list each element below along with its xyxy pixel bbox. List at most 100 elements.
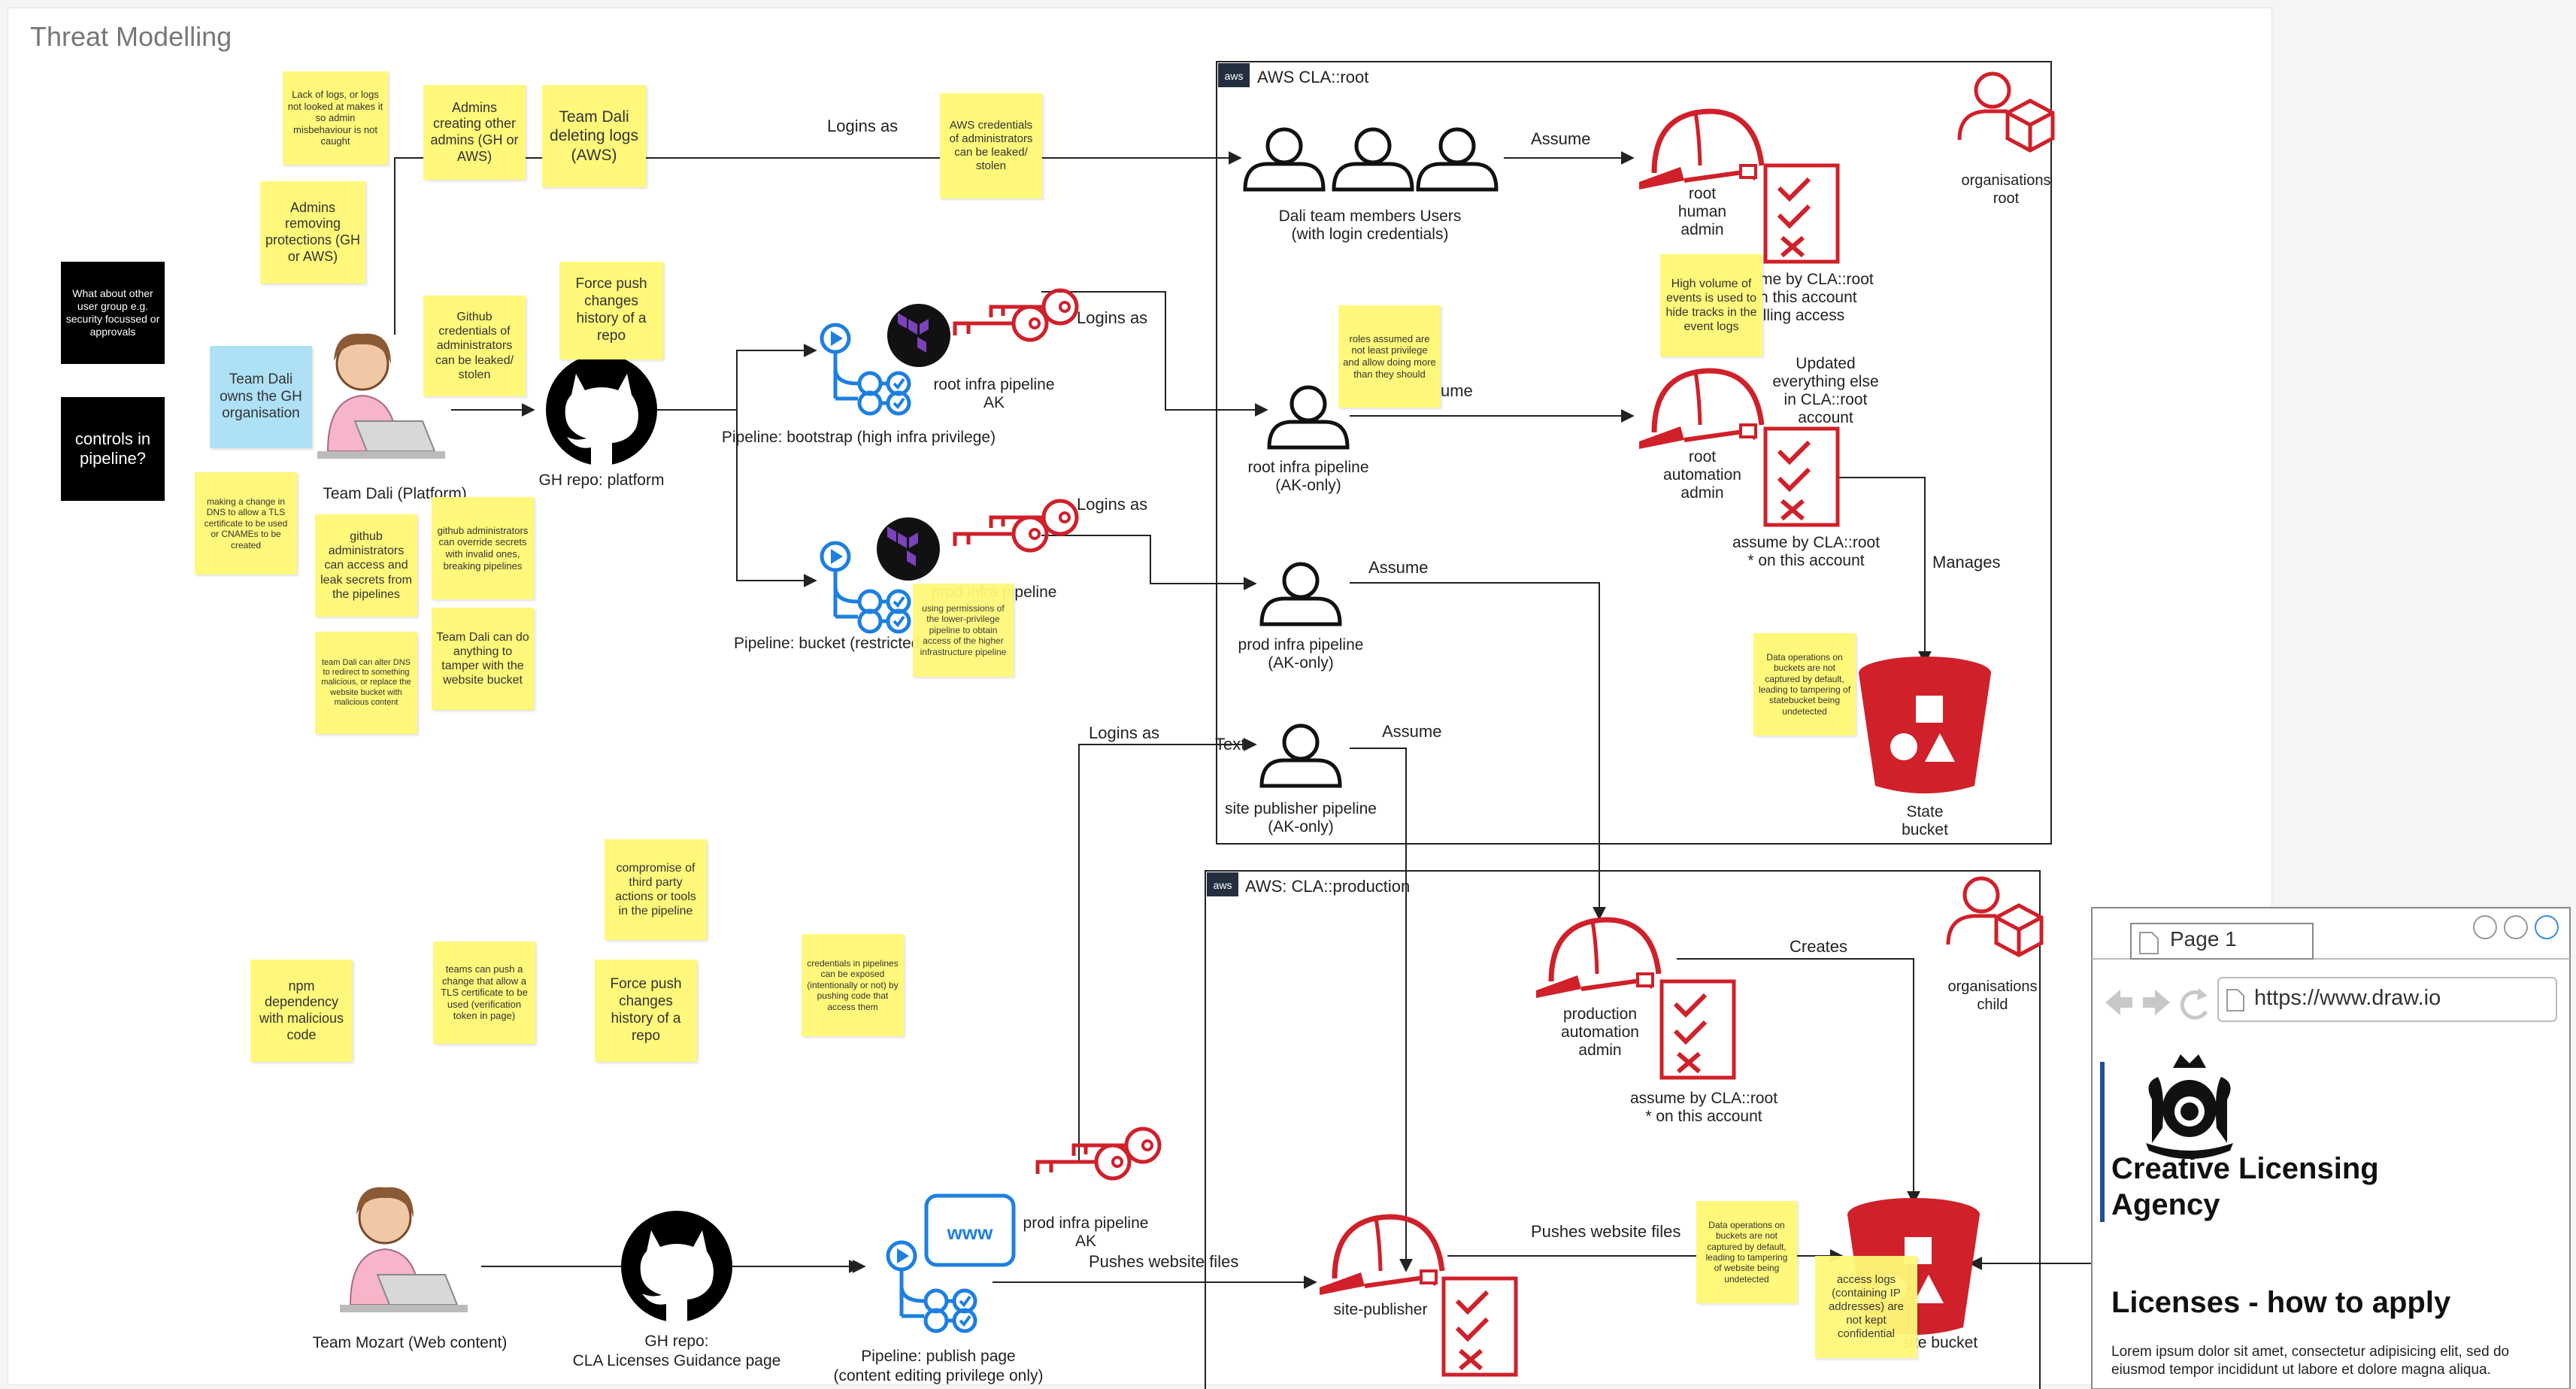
root-infra-user-label-1: root infra pipeline [1247, 459, 1368, 476]
user-icon [1262, 726, 1340, 786]
root-automation-label-1: root [1689, 448, 1716, 466]
production-admin-label-1: production [1563, 1005, 1637, 1023]
terraform-icon [887, 304, 950, 367]
sticky-credentials-exposed: credentials in pipelines can be exposed … [802, 934, 904, 1036]
bucket-icon [1859, 657, 1991, 793]
helmet-icon [1639, 371, 1762, 449]
edge-label-assume-4: Assume [1382, 722, 1441, 741]
edge-label-logins-as-3: Logins as [1077, 495, 1147, 514]
root-automation-label-3: admin [1680, 484, 1723, 502]
dali-users-label-1: Dali team members Users [1279, 208, 1462, 225]
key-icon [955, 290, 1077, 340]
edge-label-assume-1: Assume [1531, 129, 1590, 148]
site-publisher-user-label-2: (AK-only) [1268, 818, 1334, 836]
helmet-icon [1536, 920, 1659, 998]
browser-tab[interactable] [2130, 923, 2314, 960]
org-root-label-1: organisations [1962, 172, 2051, 189]
pipeline-bucket-label: Pipeline: bucket (restricted i [734, 635, 928, 652]
edge-prodak2-to-sitepublisher [1078, 738, 1257, 1162]
key-icon [955, 501, 1077, 550]
prod-infra-ak-bottom-label-2: AK [1075, 1233, 1096, 1250]
root-auto-desc-top-2: everything else [1772, 373, 1878, 390]
pipeline-publish-label-2: (content editing privilege only) [834, 1367, 1044, 1384]
window-maximize-icon[interactable] [2504, 915, 2528, 939]
organisation-icon [1948, 878, 2041, 955]
org-root-label-2: root [1993, 190, 2020, 207]
prod-infra-user-label-2: (AK-only) [1268, 654, 1334, 672]
org-name-line-2: Agency [2111, 1188, 2220, 1221]
sticky-controls-in-pipeline: controls in pipeline? [61, 397, 165, 501]
window-close-icon[interactable] [2535, 915, 2559, 939]
user-icon [1418, 129, 1496, 190]
helmet-icon [1639, 111, 1762, 190]
aws-root-label: AWS CLA::root [1257, 68, 1368, 86]
page-icon [2139, 932, 2159, 954]
sticky-aws-creds-leaked: AWS credentials of administrators can be… [940, 93, 1042, 199]
edge-prodadmin-to-websitebucket [1677, 958, 1920, 1205]
pipeline-bootstrap-label: Pipeline: bootstrap (high infra privileg… [722, 429, 996, 446]
github-icon [621, 1211, 732, 1322]
sticky-admins-creating: Admins creating other admins (GH or AWS) [423, 85, 526, 180]
root-auto-desc-bottom-2: * on this account [1747, 552, 1864, 569]
back-arrow-icon[interactable] [2105, 990, 2132, 1015]
browser-url-text: https://www.draw.io [2254, 986, 2441, 1010]
sticky-admins-removing: Admins removing protections (GH or AWS) [260, 181, 365, 284]
website-bucket-label: site bucket [1902, 1334, 1978, 1351]
sticky-access-logs: access logs (containing IP addresses) ar… [1815, 1256, 1917, 1358]
edge-label-logins-as-2: Logins as [1077, 308, 1147, 327]
team-mozart-avatar [338, 1186, 469, 1314]
root-infra-ak-label-2: AK [983, 394, 1005, 411]
gh-cla-label-1: GH repo: [644, 1333, 708, 1350]
url-bar[interactable] [2217, 977, 2557, 1022]
team-dali-label: Team Dali (Platform) [323, 485, 466, 502]
checklist-icon [1765, 429, 1838, 525]
edge-prodak-to-prodinfra [1041, 535, 1257, 590]
root-human-admin-label-3: admin [1680, 221, 1723, 238]
sticky-what-about: What about other user group e.g. securit… [61, 262, 165, 364]
root-human-desc-3: illing access [1759, 307, 1844, 324]
user-icon [1245, 129, 1323, 190]
prod-infra-ak-bottom-label-1: prod infra pipeline [1023, 1215, 1149, 1232]
sticky-compromise-third-party: compromise of third party actions or too… [605, 839, 707, 940]
sticky-teams-push-change: teams can push a change that allow a TLS… [433, 942, 535, 1044]
checklist-icon [1662, 981, 1734, 1078]
org-name-line-1: Creative Licensing [2111, 1152, 2379, 1185]
edge-label-pushes-1: Pushes website files [1089, 1252, 1238, 1271]
edge-label-creates: Creates [1790, 937, 1847, 956]
helmet-icon [1320, 1217, 1442, 1295]
svg-text:www: www [947, 1221, 993, 1244]
refresh-icon[interactable] [2180, 990, 2208, 1020]
root-human-desc-2: n this account [1759, 289, 1857, 306]
browser-tab-label: Page 1 [2170, 927, 2237, 951]
team-mozart-label: Team Mozart (Web content) [313, 1334, 508, 1351]
forward-arrow-icon[interactable] [2143, 990, 2170, 1015]
aws-badge-text: aws [1214, 879, 1232, 891]
user-icon [1334, 129, 1412, 190]
sticky-github-creds: Github credentials of administrators can… [423, 296, 526, 396]
edge-label-text: Text [1215, 735, 1245, 754]
terraform-icon [877, 517, 940, 581]
github-icon [546, 354, 657, 466]
root-human-admin-label-1: root [1689, 185, 1716, 202]
state-bucket-label-1: State [1906, 803, 1943, 820]
production-admin-desc-1: assume by CLA::root [1630, 1090, 1777, 1107]
org-child-label-2: child [1977, 996, 2008, 1013]
sticky-github-admins-override: github administrators can override secre… [432, 497, 534, 599]
sticky-high-volume: High volume of events is used to hide tr… [1660, 254, 1762, 356]
aws-production-container [1205, 870, 2041, 1389]
edge-prodinfra-to-prodadmin [1350, 582, 1606, 920]
site-publisher-user-label-1: site publisher pipeline [1225, 800, 1377, 817]
user-icon [1269, 387, 1347, 447]
window-minimize-icon[interactable] [2473, 915, 2497, 939]
root-infra-ak-label-1: root infra pipeline [933, 376, 1054, 393]
root-infra-user-label-2: (AK-only) [1275, 477, 1341, 494]
page-title: Threat Modelling [30, 21, 232, 52]
sticky-force-push-1: Force push changes history of a repo [559, 262, 663, 359]
organisation-icon [1959, 74, 2053, 150]
root-automation-label-2: automation [1663, 466, 1741, 484]
user-icon [1262, 564, 1340, 624]
sticky-making-dns: making a change in DNS to allow a TLS ce… [195, 472, 297, 575]
sticky-data-ops-state: Data operations on buckets are not captu… [1753, 633, 1856, 735]
pipeline-publish-label-1: Pipeline: publish page [861, 1348, 1016, 1365]
